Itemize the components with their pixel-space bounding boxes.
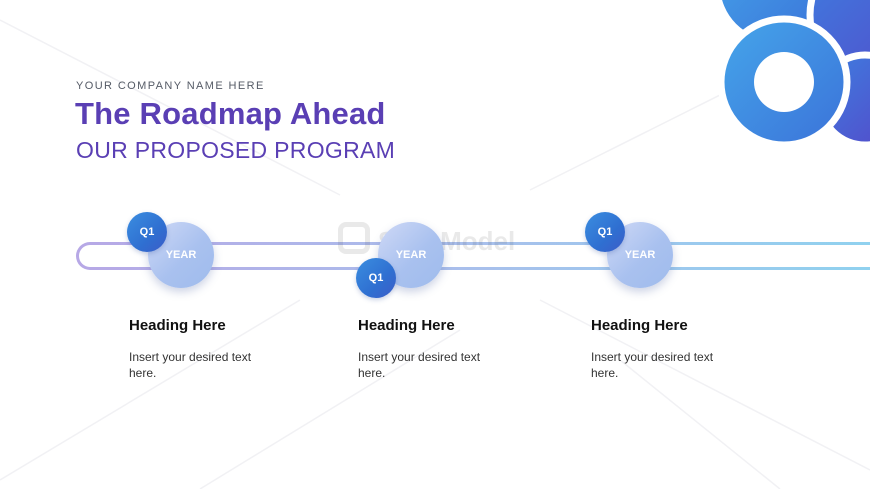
decorative-rings (717, 0, 870, 149)
milestone-heading-1: Heading Here (129, 317, 226, 334)
year-label: YEAR (395, 249, 427, 261)
year-label: YEAR (624, 249, 656, 261)
milestone-text-2: Insert your desired text here. (358, 350, 481, 380)
company-name: YOUR COMPANY NAME HERE (76, 80, 265, 92)
year-label: YEAR (165, 249, 197, 261)
quarter-badge-1[interactable]: Q1 (127, 212, 167, 252)
quarter-label: Q1 (597, 226, 613, 238)
milestone-heading-3: Heading Here (591, 317, 688, 334)
milestone-heading-2: Heading Here (358, 317, 455, 334)
quarter-label: Q1 (368, 272, 384, 284)
page-title: The Roadmap Ahead (75, 96, 386, 131)
quarter-badge-3[interactable]: Q1 (585, 212, 625, 252)
quarter-badge-2[interactable]: Q1 (356, 258, 396, 298)
milestone-text-3: Insert your desired text here. (591, 350, 714, 380)
milestone-text-1: Insert your desired text here. (129, 350, 252, 380)
quarter-label: Q1 (139, 226, 155, 238)
watermark-logo-icon (338, 222, 370, 254)
page-subtitle: OUR PROPOSED PROGRAM (76, 137, 396, 163)
